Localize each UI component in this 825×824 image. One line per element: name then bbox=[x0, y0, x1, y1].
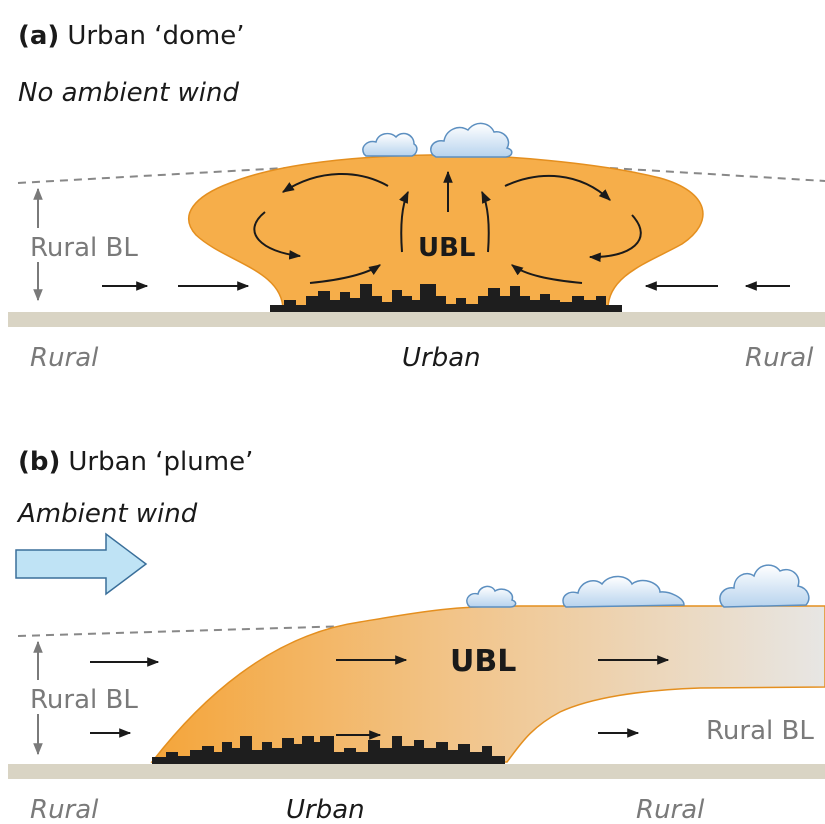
cloud-icon bbox=[466, 585, 517, 608]
circulation-arrow bbox=[504, 175, 611, 201]
circulation-arrow bbox=[309, 264, 381, 284]
panel-b-letter: (b) bbox=[18, 447, 60, 477]
ground-label-left: Rural bbox=[30, 795, 99, 824]
ubl-label: UBL bbox=[450, 644, 516, 679]
panel-b-subtitle: Ambient wind bbox=[16, 499, 198, 529]
cloud-icon bbox=[719, 564, 810, 608]
rural-bl-top-line bbox=[17, 625, 351, 637]
panel-a: (a) Urban ‘dome’ No ambient wind Rural BL bbox=[8, 21, 825, 373]
panel-b-title: (b) Urban ‘plume’ bbox=[18, 447, 253, 477]
ambient-wind-arrow-icon bbox=[15, 532, 148, 596]
circulation-arrow bbox=[588, 214, 642, 263]
panel-a-letter: (a) bbox=[18, 21, 59, 51]
dome-circulation-arrows bbox=[253, 170, 642, 284]
ground-label-center: Urban bbox=[402, 343, 481, 373]
ground-strip bbox=[8, 764, 825, 779]
cloud-icon bbox=[362, 132, 418, 157]
cloud-icon bbox=[430, 122, 513, 158]
city-skyline bbox=[152, 736, 505, 764]
panel-a-title-text: Urban ‘dome’ bbox=[67, 21, 244, 51]
circulation-arrow bbox=[511, 264, 583, 284]
rural-bl-right-label: Rural BL bbox=[706, 716, 814, 746]
ground-strip bbox=[8, 312, 825, 327]
ground-label-left: Rural bbox=[30, 343, 99, 373]
ground-label-center: Urban bbox=[286, 795, 365, 824]
circulation-arrow bbox=[399, 190, 409, 253]
rural-bl-top-left-line bbox=[17, 167, 286, 184]
ground-label-right: Rural bbox=[745, 343, 814, 373]
circulation-arrow bbox=[253, 211, 302, 260]
circulation-arrow bbox=[481, 190, 491, 253]
rural-bl-label-bg bbox=[28, 228, 148, 262]
rural-bl-label: Rural BL bbox=[30, 233, 138, 263]
circulation-arrow bbox=[281, 172, 389, 193]
panel-a-title: (a) Urban ‘dome’ bbox=[18, 21, 244, 51]
cloud-icon bbox=[562, 575, 685, 608]
panel-a-subtitle: No ambient wind bbox=[18, 78, 240, 108]
panel-b-title-text: Urban ‘plume’ bbox=[68, 447, 253, 477]
ubl-label: UBL bbox=[418, 233, 476, 263]
rural-bl-left-label: Rural BL bbox=[30, 685, 138, 715]
rural-bl-top-right-line bbox=[609, 167, 825, 182]
ground-label-right: Rural bbox=[636, 795, 705, 824]
rural-bl-label-bg bbox=[28, 680, 148, 714]
panel-b: (b) Urban ‘plume’ Ambient wind Rural BL U… bbox=[8, 447, 825, 824]
city-skyline bbox=[270, 284, 622, 312]
